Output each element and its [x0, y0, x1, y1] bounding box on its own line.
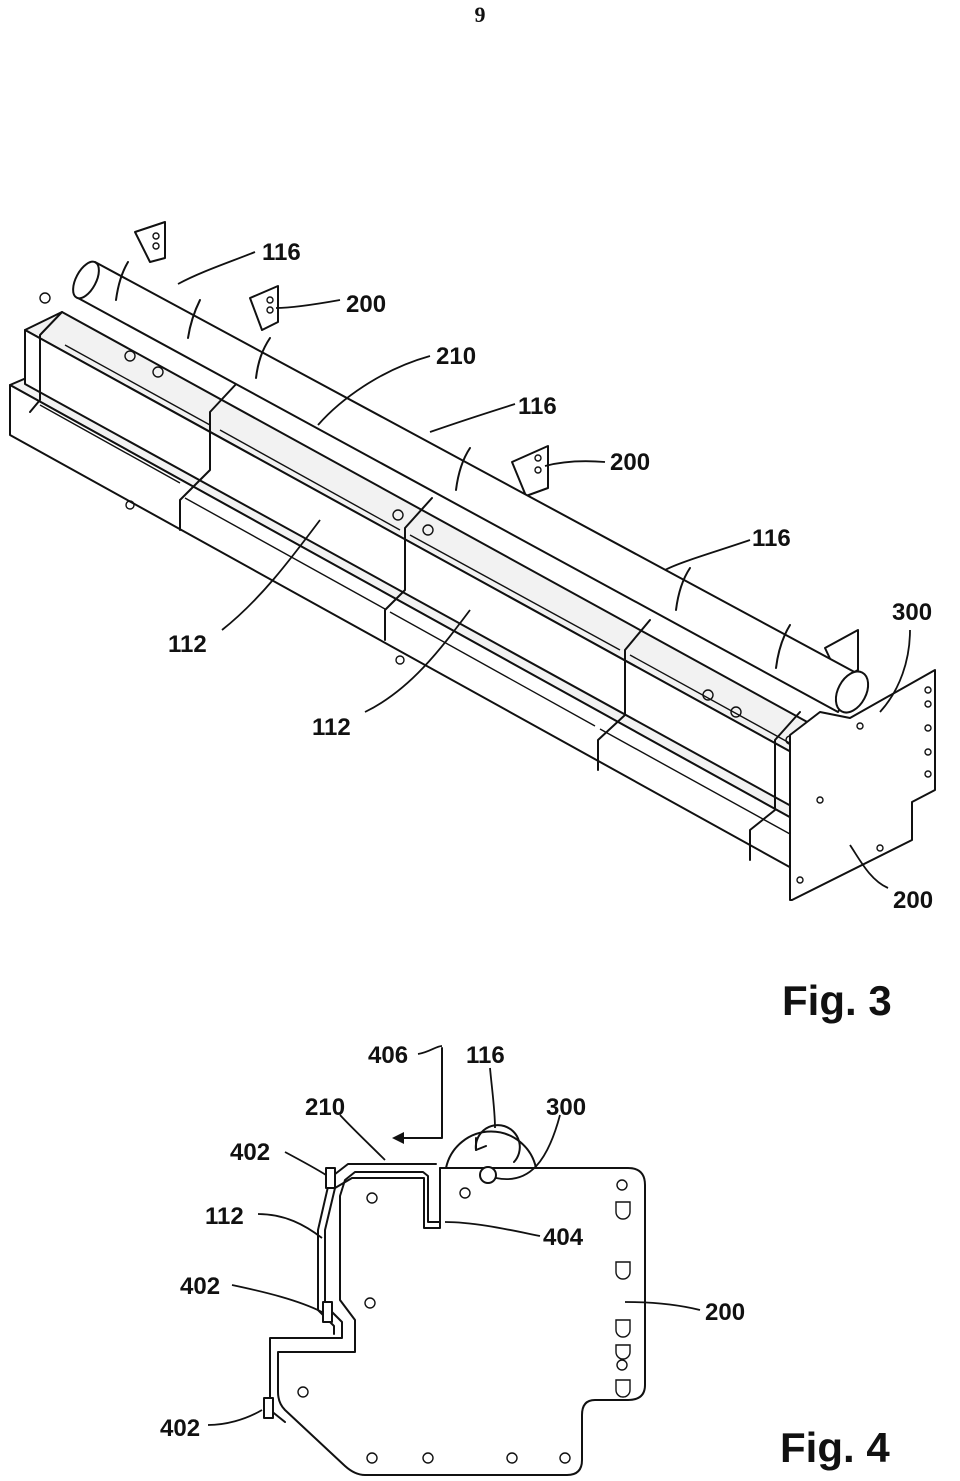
clip-402-mid — [322, 1301, 333, 1323]
figure-3-caption: Fig. 3 — [782, 977, 892, 1024]
fig3-drawing: 116 200 210 116 200 116 300 112 112 200 … — [9, 221, 936, 1024]
cylinder-row-top — [72, 260, 870, 714]
label-200-front: 200 — [893, 887, 933, 914]
figure-4-caption: Fig. 4 — [780, 1424, 890, 1471]
label-116-top: 116 — [262, 239, 301, 266]
label-300: 300 — [546, 1094, 586, 1121]
fig3-leaders — [177, 251, 911, 889]
mounting-bracket-back — [134, 221, 859, 681]
label-200-mid: 200 — [610, 449, 650, 476]
shaft-300 — [479, 1166, 497, 1184]
label-404: 404 — [543, 1224, 584, 1251]
end-plate-front — [789, 669, 936, 901]
clip-402-bottom — [263, 1397, 274, 1419]
label-210: 210 — [305, 1094, 345, 1121]
label-402-bottom: 402 — [160, 1415, 200, 1442]
page-number: 9 — [474, 2, 486, 27]
label-116-right: 116 — [752, 525, 791, 552]
end-plate-outline — [277, 1167, 646, 1476]
label-112-left: 112 — [168, 631, 207, 658]
label-200: 200 — [705, 1299, 745, 1326]
insertion-arrow-406 — [395, 1047, 443, 1139]
label-116-mid: 116 — [518, 393, 557, 420]
label-406: 406 — [368, 1042, 408, 1069]
label-402-mid: 402 — [180, 1273, 220, 1300]
cell-housing-wrap — [269, 1167, 441, 1423]
label-210: 210 — [436, 343, 476, 370]
fig4-drawing: 406 116 210 300 402 112 404 402 200 402 … — [160, 1042, 890, 1476]
bolt-holes-fig3 — [39, 292, 795, 745]
fig4-leaders — [207, 1045, 701, 1426]
label-112-right: 112 — [312, 714, 351, 741]
bolt-holes-fig4 — [297, 1179, 631, 1464]
clip-402-top — [325, 1167, 336, 1189]
label-300: 300 — [892, 599, 932, 626]
cell-row-middle — [24, 311, 841, 813]
rotation-arrow — [474, 1124, 521, 1163]
cell-bands — [29, 311, 801, 861]
label-402-top: 402 — [230, 1139, 270, 1166]
cylinder-cell-outline — [445, 1130, 537, 1169]
label-200-top: 200 — [346, 291, 386, 318]
label-112: 112 — [205, 1203, 244, 1230]
label-116: 116 — [466, 1042, 505, 1069]
